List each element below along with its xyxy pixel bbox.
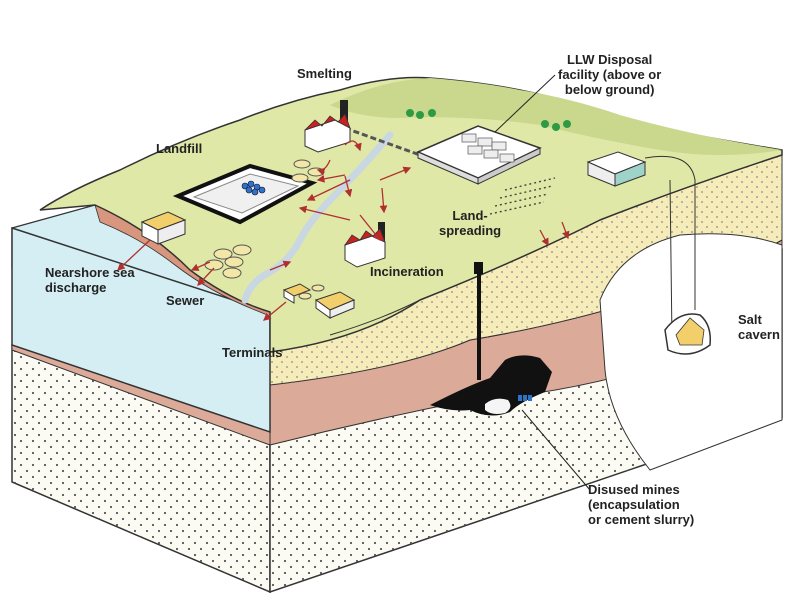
road	[344, 126, 421, 157]
flow-arrows	[117, 140, 570, 321]
label-llw-line-1: LLW Disposal	[567, 52, 653, 67]
label-nearshore-line-1: Nearshore sea	[45, 265, 135, 280]
label-landspreading-line-2: spreading	[439, 223, 502, 238]
label-sewer: Sewer	[166, 293, 205, 308]
label-llw-line-2: facility (above or	[558, 67, 662, 82]
label-nearshore-line-2: discharge	[45, 280, 107, 295]
landfill-pit	[172, 163, 318, 225]
label-mines-line-2: (encapsulation	[588, 497, 680, 512]
label-salt-line-1: Salt	[738, 312, 762, 327]
label-landspreading: Land- spreading	[439, 208, 501, 238]
label-landspreading-line-1: Land-	[452, 208, 488, 223]
label-nearshore: Nearshore sea discharge	[45, 265, 135, 295]
salt-cavern-icon	[664, 313, 712, 355]
llw-facility-icon	[416, 125, 542, 185]
label-landfill: Landfill	[156, 141, 203, 156]
label-terminals: Terminals	[222, 345, 283, 360]
discharge-building-icon	[140, 211, 187, 245]
label-mines-line-3: or cement slurry)	[588, 512, 695, 527]
sewage-tanks-icon	[204, 244, 252, 279]
mine-shaft-icon	[474, 262, 483, 380]
hill	[330, 78, 782, 155]
salt-mine-building-icon	[586, 151, 647, 187]
label-salt-line-2: cavern	[738, 327, 780, 342]
label-salt-cavern: Salt cavern	[738, 312, 780, 342]
tree-icon	[406, 109, 571, 131]
label-smelting: Smelting	[297, 66, 352, 81]
disused-mine-icon	[430, 355, 552, 416]
smelting-factory-icon	[304, 100, 351, 153]
label-llw-line-3: below ground)	[564, 82, 655, 97]
label-incineration: Incineration	[370, 264, 444, 279]
terminal-buildings-icon	[282, 283, 356, 319]
label-mines-line-1: Disused mines	[588, 482, 680, 497]
river	[241, 131, 394, 304]
salt-cavern-shaft	[644, 155, 696, 310]
landspreading-furrows	[489, 177, 556, 215]
sea-front	[11, 226, 271, 434]
waste-drums-icon	[241, 180, 266, 196]
label-llw-disposal: LLW Disposal facility (above or below gr…	[558, 52, 661, 97]
label-disused-mines: Disused mines (encapsulation or cement s…	[588, 482, 694, 527]
leader-lines	[494, 74, 591, 491]
